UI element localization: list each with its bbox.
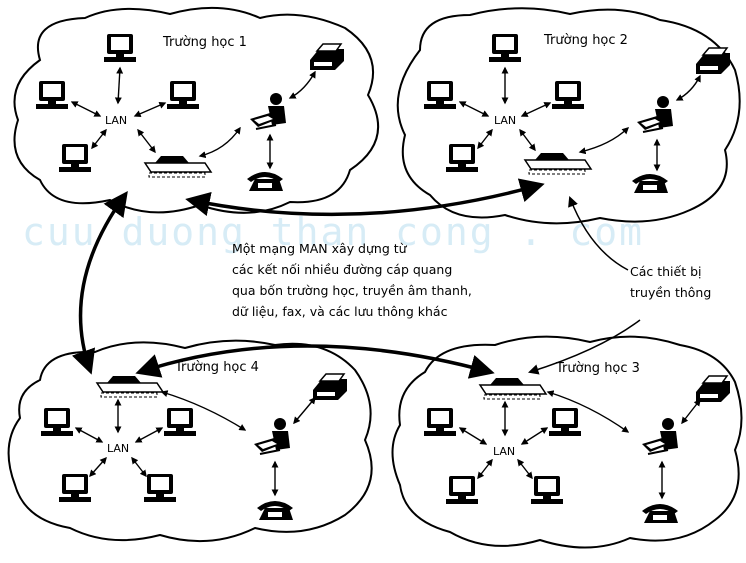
communication-device-icon	[144, 155, 212, 178]
communication-device-icon	[524, 152, 592, 175]
device-caption-line-2: truyền thông	[630, 285, 711, 300]
lan-links	[458, 66, 701, 172]
school-4-title: Trường học 4	[174, 360, 259, 375]
computer-icon	[36, 81, 68, 109]
school-3-title: Trường học 3	[555, 361, 640, 376]
computer-icon	[549, 408, 581, 436]
computer-icon	[104, 34, 136, 62]
computer-icon	[446, 476, 478, 504]
lan-links	[458, 390, 701, 500]
school-1-title: Trường học 1	[162, 35, 247, 50]
man-caption-line-2: các kết nối nhiều đường cáp quang	[232, 262, 452, 277]
person-terminal-icon	[641, 417, 679, 455]
computer-icon	[59, 144, 91, 172]
computer-icon	[164, 408, 196, 436]
school-4-lan-label: LAN	[107, 442, 129, 455]
computer-icon	[41, 408, 73, 436]
school-1-lan-label: LAN	[105, 114, 127, 127]
person-terminal-icon	[636, 95, 674, 133]
school-3: Trường học 3 LAN	[424, 361, 731, 523]
computer-icon	[489, 34, 521, 62]
telephone-icon	[247, 172, 283, 191]
computer-icon	[424, 81, 456, 109]
lan-links	[70, 66, 316, 170]
communication-device-icon	[479, 377, 547, 400]
cloud-school-1	[13, 6, 380, 214]
telephone-icon	[257, 501, 293, 520]
man-link-1-2	[185, 178, 545, 217]
computer-icon	[446, 144, 478, 172]
fax-icon	[312, 373, 348, 401]
lan-links	[74, 390, 316, 497]
fax-icon	[695, 375, 731, 403]
cloud-school-3	[391, 335, 743, 549]
telephone-icon	[632, 174, 668, 193]
man-link-1-4	[71, 191, 128, 375]
school-1: Trường học 1 LAN	[36, 34, 345, 191]
computer-icon	[167, 81, 199, 109]
man-caption: Một mạng MAN xây dựng từ các kết nối nhi…	[232, 241, 472, 319]
man-link-4-3	[135, 344, 495, 379]
telephone-icon	[642, 504, 678, 523]
computer-icon	[144, 474, 176, 502]
device-caption-line-1: Các thiết bị	[630, 264, 702, 279]
man-caption-line-4: dữ liệu, fax, và các lưu thông khác	[232, 304, 448, 319]
man-caption-line-3: qua bốn trường học, truyền âm thanh,	[232, 283, 472, 298]
device-caption: Các thiết bị truyền thông	[630, 264, 711, 300]
school-2-lan-label: LAN	[494, 114, 516, 127]
school-2-title: Trường học 2	[543, 33, 628, 48]
fax-icon	[695, 47, 731, 75]
school-2: Trường học 2 LAN	[424, 33, 731, 193]
school-4: Trường học 4 LAN	[41, 360, 348, 520]
cloud-school-4	[7, 339, 373, 543]
person-terminal-icon	[249, 92, 287, 130]
man-caption-line-1: Một mạng MAN xây dựng từ	[232, 241, 408, 256]
man-backbone-links	[71, 178, 545, 379]
fax-icon	[309, 43, 345, 71]
communication-device-icon	[96, 375, 164, 398]
computer-icon	[531, 476, 563, 504]
school-3-lan-label: LAN	[493, 445, 515, 458]
device-caption-pointers	[527, 196, 641, 375]
computer-icon	[59, 474, 91, 502]
computer-icon	[424, 408, 456, 436]
person-terminal-icon	[253, 417, 291, 455]
computer-icon	[552, 81, 584, 109]
